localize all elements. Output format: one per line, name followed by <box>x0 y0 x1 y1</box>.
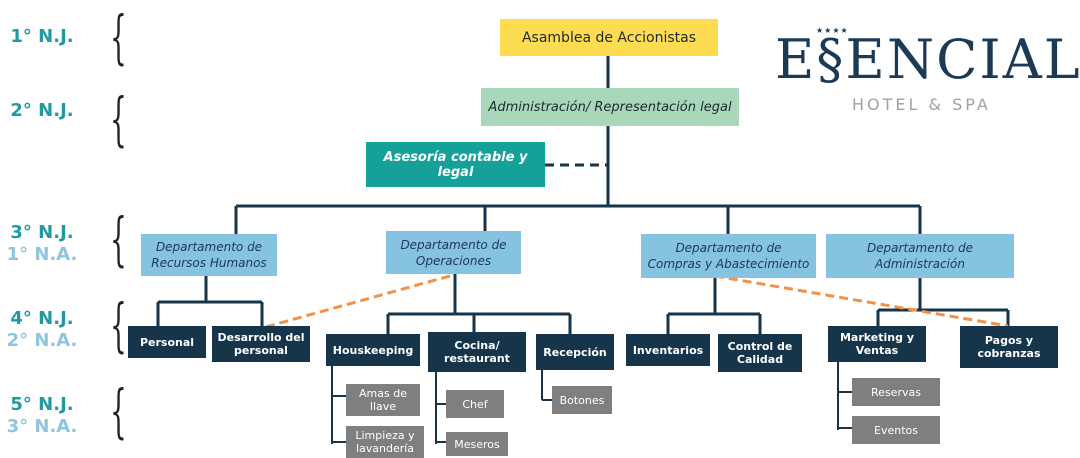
brace-level-1: { <box>110 3 127 71</box>
node-operaciones: Departamento de Operaciones <box>386 231 521 274</box>
level-5-na: 3° N.A. <box>6 416 78 437</box>
node-personal: Personal <box>128 326 206 358</box>
level-5: 5° N.J. 3° N.A. <box>2 394 82 438</box>
node-chef: Chef <box>446 390 504 418</box>
level-4: 4° N.J. 2° N.A. <box>2 308 82 352</box>
level-4-nj: 4° N.J. <box>10 308 74 329</box>
level-3: 3° N.J. 1° N.A. <box>2 222 82 266</box>
node-inventarios: Inventarios <box>626 334 710 366</box>
brace-level-2: { <box>110 85 127 153</box>
level-2: 2° N.J. <box>2 100 82 122</box>
level-5-nj: 5° N.J. <box>10 394 74 415</box>
node-meseros: Meseros <box>446 432 508 456</box>
node-limpieza: Limpieza y lavandería <box>346 426 424 458</box>
level-1: 1° N.J. <box>2 26 82 48</box>
node-asamblea: Asamblea de Accionistas <box>500 19 718 56</box>
node-compras: Departamento de Compras y Abastecimiento <box>641 234 816 278</box>
node-control: Control de Calidad <box>718 334 802 372</box>
node-recepcion: Recepción <box>536 334 614 370</box>
logo-wordmark: E§ENCIAL <box>775 28 1080 91</box>
node-eventos: Eventos <box>852 416 940 444</box>
node-pagos: Pagos y cobranzas <box>960 326 1058 368</box>
brace-level-5: { <box>110 377 127 445</box>
node-housekeeping: Houskeeping <box>326 334 420 366</box>
level-3-nj: 3° N.J. <box>10 222 74 243</box>
node-cocina: Cocina/ restaurant <box>428 332 526 372</box>
node-marketing: Marketing y Ventas <box>828 326 926 362</box>
node-rrhh: Departamento de Recursos Humanos <box>141 234 277 276</box>
node-amas: Amas de llave <box>346 384 420 416</box>
level-3-na: 1° N.A. <box>6 244 78 265</box>
node-desarrollo: Desarrollo del personal <box>212 326 310 362</box>
logo-subtitle: HOTEL & SPA <box>852 95 991 114</box>
level-4-na: 2° N.A. <box>6 330 78 351</box>
level-1-nj: 1° N.J. <box>10 26 74 47</box>
node-reservas: Reservas <box>852 378 940 406</box>
node-asesoria: Asesoría contable y legal <box>366 142 545 187</box>
logo-stars: ★★★★ <box>816 26 849 35</box>
level-2-nj: 2° N.J. <box>10 100 74 121</box>
brace-level-3: { <box>110 205 127 273</box>
node-dep-admin: Departamento de Administración <box>826 234 1014 278</box>
node-botones: Botones <box>552 386 612 414</box>
brace-level-4: { <box>110 291 127 359</box>
node-administracion-legal: Administración/ Representación legal <box>481 88 739 126</box>
